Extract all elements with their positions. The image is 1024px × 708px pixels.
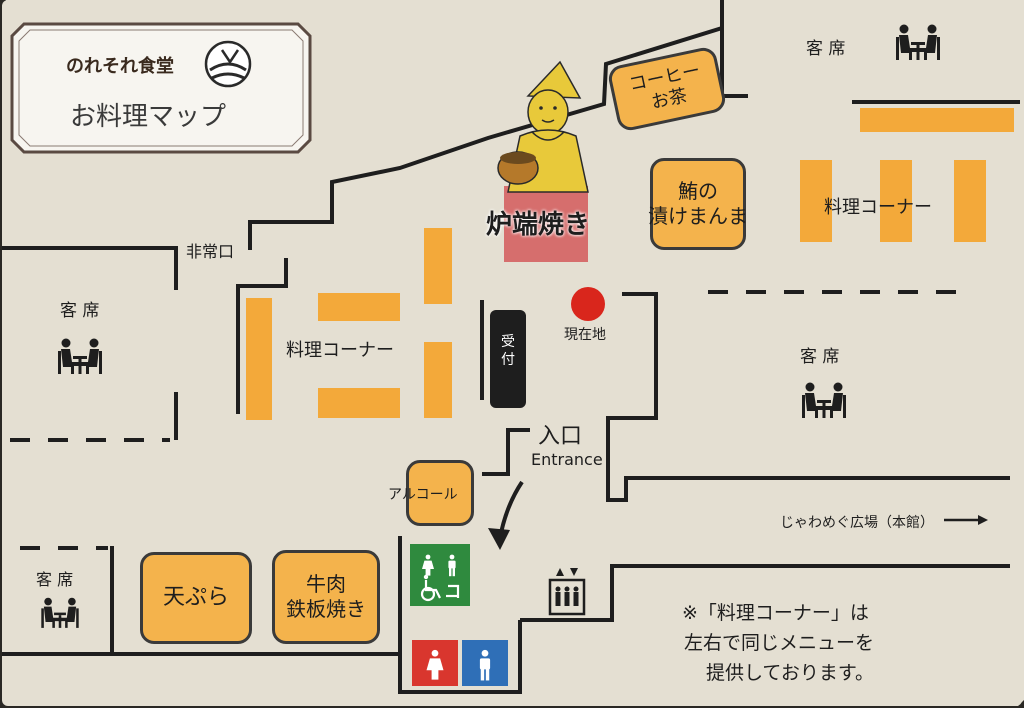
seats-label-right: 客 席 <box>800 347 840 367</box>
chef-illustration-icon <box>497 60 589 193</box>
tempura-stall: 天ぷら <box>140 552 252 644</box>
entrance-label-en: Entrance <box>531 450 603 469</box>
cooking-corner-label-right: 料理コーナー <box>824 197 932 218</box>
zuke-label-2: 漬けまんま <box>648 204 748 228</box>
seats-label-left: 客 席 <box>60 301 100 321</box>
beef-label-1: 牛肉 <box>306 572 346 596</box>
ship-emblem-icon <box>204 40 252 88</box>
note-line-1: ※「料理コーナー」は <box>682 602 869 624</box>
alcohol-stall <box>406 460 474 526</box>
logo-text: のれそれ食堂 <box>66 56 174 77</box>
seats-label-bottom-left: 客 席 <box>36 570 74 589</box>
tempura-label: 天ぷら <box>162 585 229 611</box>
note-line-3: 提供しております。 <box>706 662 874 684</box>
alcohol-label: アルコール <box>388 487 458 503</box>
plaza-label: じゃわめぐ広場（本館） <box>780 515 934 531</box>
beef-teppanyaki-stall: 牛肉 鉄板焼き <box>272 550 380 644</box>
beef-label-2: 鉄板焼き <box>286 597 366 621</box>
emergency-exit-label: 非常口 <box>186 242 235 261</box>
note-line-2: 左右で同じメニューを <box>684 632 875 654</box>
entrance-label-jp: 入口 <box>538 424 583 449</box>
elevator-icon <box>548 568 586 616</box>
cooking-corner-label-left: 料理コーナー <box>286 340 394 361</box>
current-location-label: 現在地 <box>564 327 606 343</box>
map-title: お料理マップ <box>70 102 227 132</box>
seats-label-top-right: 客 席 <box>806 39 846 59</box>
zuke-label-1: 鮪の <box>678 179 718 203</box>
robata-label: 炉端焼き <box>486 210 591 240</box>
zuke-manma-stall: 鮪の 漬けまんま <box>648 158 748 250</box>
reception-label: 受付 <box>501 334 515 368</box>
